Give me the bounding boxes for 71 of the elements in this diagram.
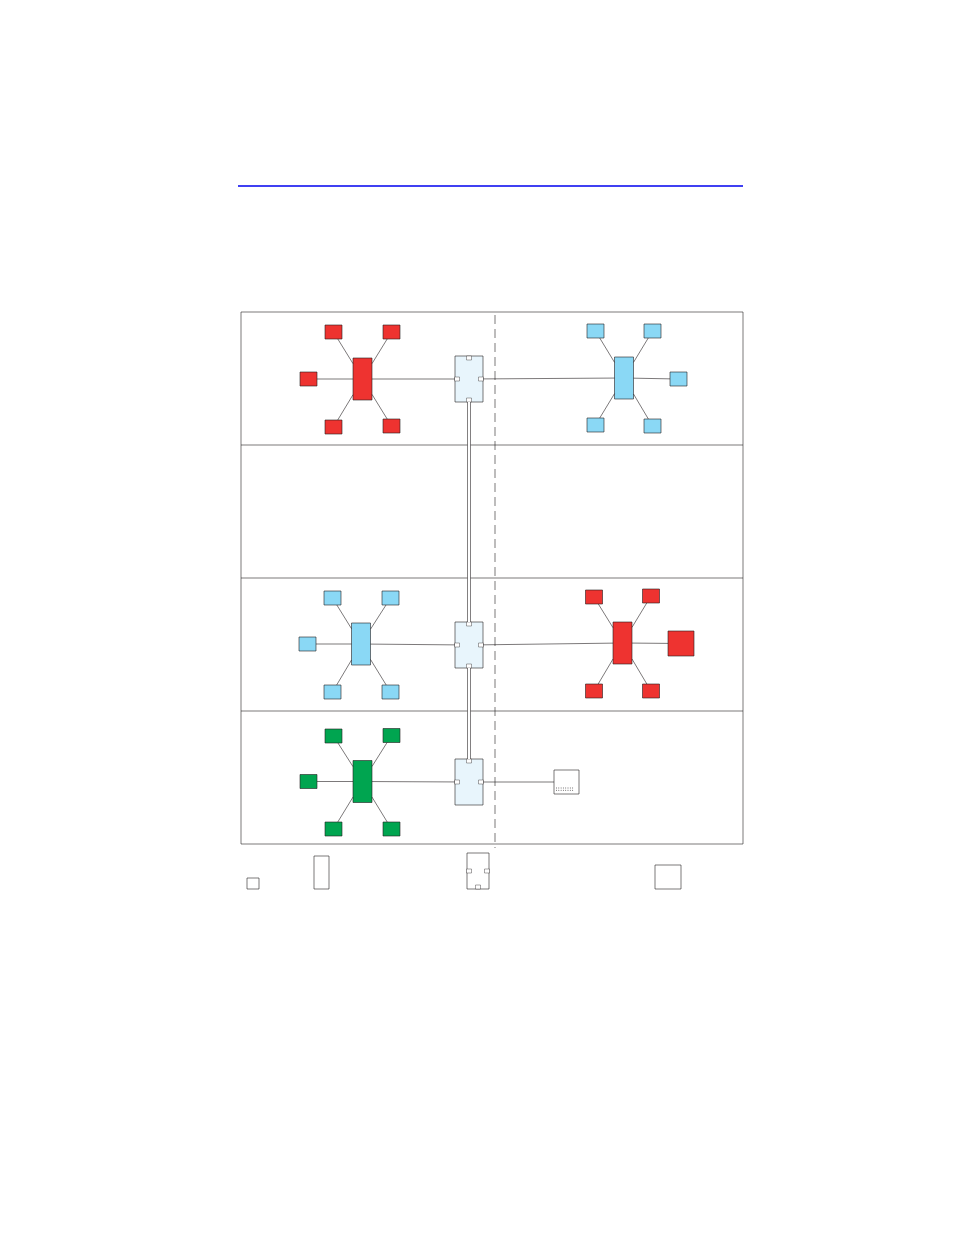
- device-box: [642, 683, 660, 699]
- connector-line: [337, 742, 354, 767]
- connector-line: [633, 393, 649, 420]
- connector-line: [467, 402, 471, 622]
- device-box: [669, 371, 688, 387]
- connector-line: [371, 742, 388, 767]
- connector-line: [633, 337, 649, 363]
- connector-line: [631, 658, 648, 685]
- terminal-symbol: [654, 864, 682, 890]
- connector-line: [370, 643, 456, 646]
- device-box: [382, 418, 401, 434]
- device-box: [324, 728, 343, 744]
- connector-line: [370, 659, 387, 686]
- hub-box: [612, 621, 633, 665]
- device-box: [324, 324, 343, 340]
- connector-line: [336, 659, 352, 686]
- connector-line: [598, 603, 614, 628]
- device-box: [299, 371, 318, 387]
- switch-symbol: [466, 852, 490, 890]
- hub-box: [614, 356, 634, 400]
- device-box: [299, 774, 318, 789]
- hub-box: [351, 622, 371, 666]
- device-box: [586, 323, 605, 339]
- device-box: [324, 419, 343, 435]
- connector-line: [337, 796, 354, 823]
- connector-line: [371, 378, 456, 380]
- switch-box: [454, 355, 484, 403]
- connector-line: [597, 658, 614, 685]
- connector-line: [631, 642, 669, 644]
- connector-line: [371, 338, 388, 364]
- device-box: [382, 728, 401, 743]
- device-box: [324, 821, 343, 837]
- device-box: [323, 684, 342, 700]
- hub-box: [352, 760, 373, 803]
- device-box: [643, 418, 662, 434]
- connector-line: [370, 604, 387, 630]
- connector-line: [316, 781, 354, 782]
- device-box: [382, 821, 401, 837]
- connector-line: [482, 377, 615, 380]
- terminal-box: [553, 769, 580, 795]
- switch-box: [454, 621, 484, 669]
- switch-box: [454, 758, 484, 806]
- connector-line: [599, 393, 615, 419]
- connector-line: [599, 337, 615, 363]
- connector-line: [633, 377, 671, 380]
- device-symbol: [246, 877, 260, 890]
- connector-line: [316, 378, 354, 380]
- device-box: [585, 683, 603, 699]
- connector-line: [315, 643, 352, 645]
- device-box: [642, 588, 660, 604]
- connector-line: [371, 781, 456, 783]
- connector-line: [467, 668, 471, 759]
- hub-box: [352, 357, 373, 401]
- hub-symbol: [313, 855, 330, 890]
- connector-line: [482, 781, 555, 783]
- connector-line: [631, 602, 648, 628]
- connector-line: [371, 796, 388, 823]
- connector-line: [482, 642, 614, 646]
- connector-line: [337, 394, 354, 421]
- device-box: [323, 590, 342, 606]
- device-box: [298, 636, 317, 652]
- connector-line: [337, 338, 354, 364]
- device-box: [667, 630, 695, 657]
- device-box: [586, 417, 605, 433]
- connector-line: [336, 604, 352, 629]
- connector-line: [371, 394, 388, 420]
- device-box: [381, 684, 400, 700]
- device-box: [643, 323, 662, 339]
- device-box: [585, 589, 603, 605]
- device-box: [381, 590, 400, 606]
- device-box: [382, 324, 401, 340]
